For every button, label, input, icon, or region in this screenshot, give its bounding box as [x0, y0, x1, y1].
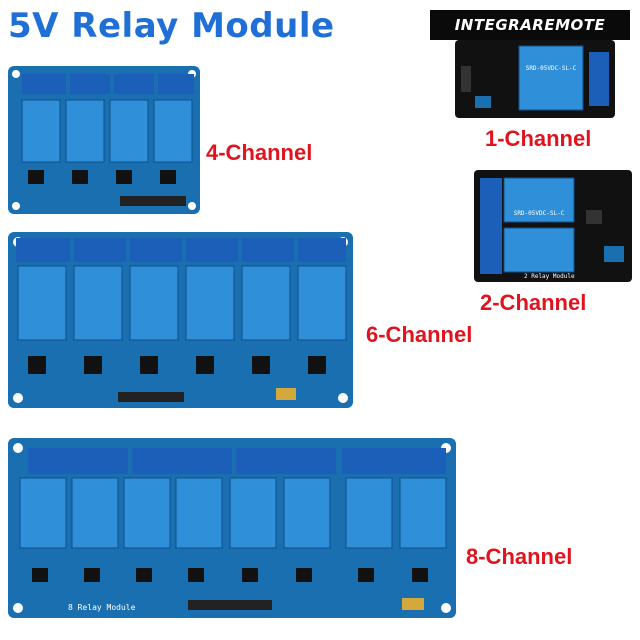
page-title: 5V Relay Module	[8, 6, 335, 46]
header-pins	[120, 196, 186, 206]
relay-board-6-channel	[8, 232, 353, 408]
relay-board-8-channel: 8 Relay Module	[8, 438, 456, 618]
label-4-channel: 4-Channel	[206, 140, 313, 165]
terminal-blocks	[22, 74, 194, 94]
relay-board-2-channel: SRD-05VDC-SL-C 2 Relay Module	[474, 170, 632, 282]
relay-board-4-channel	[8, 66, 200, 214]
two-relay-module-text: 2 Relay Module	[524, 273, 575, 280]
label-8-channel: 8-Channel	[466, 544, 573, 569]
eight-relay-module-text: 8 Relay Module	[68, 603, 136, 612]
relays	[21, 99, 193, 163]
label-6-channel: 6-Channel	[366, 322, 473, 347]
relay-part-label-1ch: SRD-05VDC-SL-C	[526, 65, 577, 72]
label-1-channel: 1-Channel	[485, 126, 592, 151]
relay-board-1-channel: SRD-05VDC-SL-C	[455, 40, 615, 118]
label-2-channel: 2-Channel	[480, 290, 587, 315]
relay-part-label-2ch: SRD-05VDC-SL-C	[514, 210, 565, 217]
brand-logo: INTEGRAREMOTE	[430, 10, 630, 40]
